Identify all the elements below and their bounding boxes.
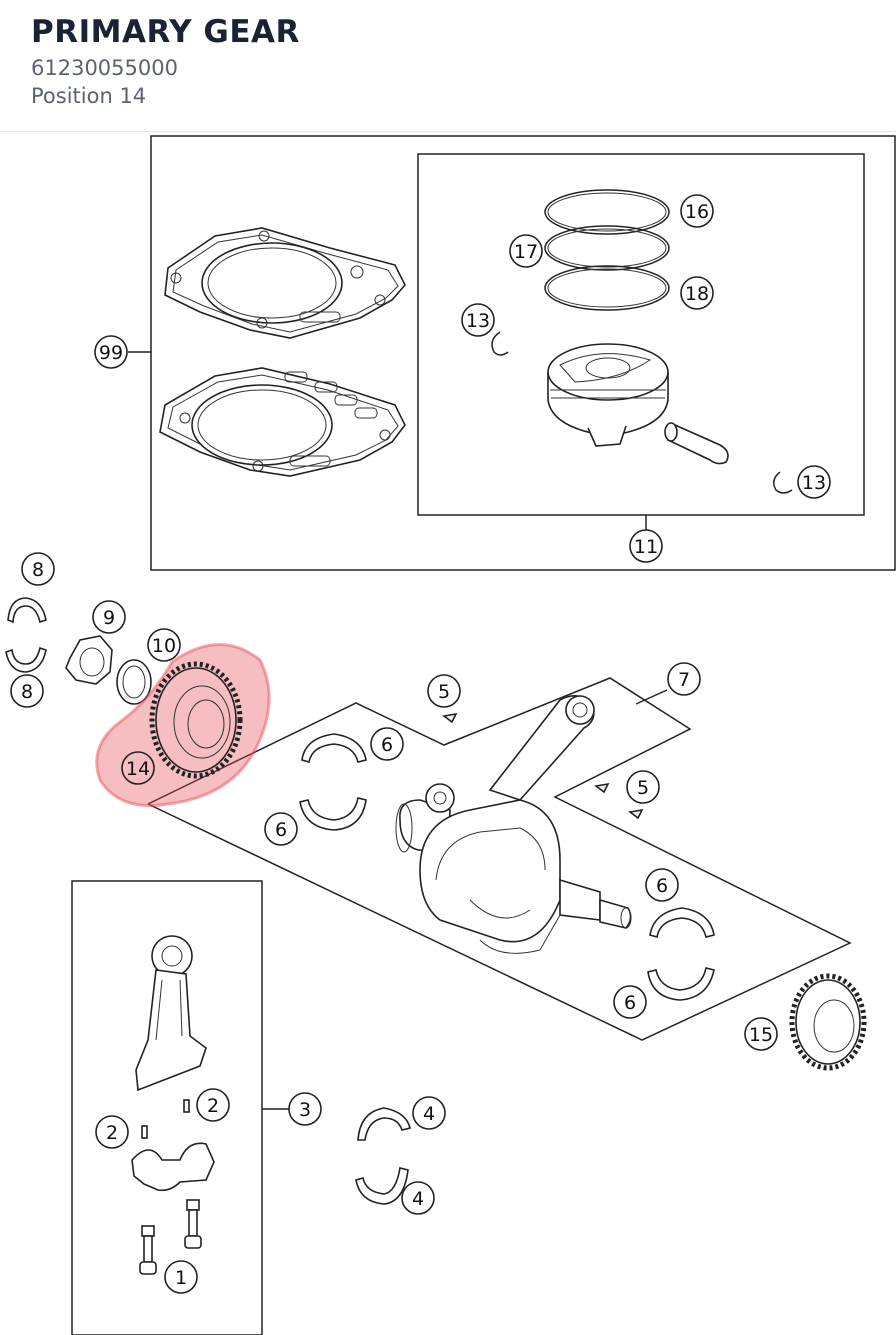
leader-7 (635, 689, 668, 705)
callout-5-mid[interactable]: 5 (626, 770, 660, 804)
callout-17[interactable]: 17 (509, 234, 543, 268)
crankshaft-assembly (395, 695, 632, 954)
woodruff-key-5-mid (594, 782, 610, 794)
callout-18[interactable]: 18 (680, 276, 714, 310)
callout-10[interactable]: 10 (147, 628, 181, 662)
dowel-pin-2-left (141, 1125, 148, 1139)
callout-9[interactable]: 9 (92, 600, 126, 634)
svg-text:5: 5 (438, 681, 450, 703)
svg-text:6: 6 (624, 992, 636, 1014)
svg-text:15: 15 (749, 1024, 773, 1046)
svg-text:17: 17 (514, 241, 538, 263)
piston-ring-17 (544, 225, 670, 271)
conrod-bolts-1 (139, 1199, 202, 1275)
callout-7[interactable]: 7 (667, 662, 701, 696)
callout-1[interactable]: 1 (164, 1260, 198, 1294)
bearing-shell-6-lower-left (299, 797, 367, 831)
piston-set-box (417, 153, 865, 516)
bearing-shell-8-upper (7, 597, 47, 624)
callout-4-bottom[interactable]: 4 (401, 1181, 435, 1215)
svg-text:10: 10 (152, 635, 176, 657)
circlip-bottom (773, 471, 793, 494)
callout-8-top[interactable]: 8 (21, 552, 55, 586)
callout-2-right[interactable]: 2 (196, 1088, 230, 1122)
svg-text:13: 13 (802, 472, 826, 494)
callout-16[interactable]: 16 (680, 194, 714, 228)
svg-text:2: 2 (207, 1095, 219, 1117)
bearing-shell-6-lower-right (647, 967, 715, 1001)
rod-cap (131, 1142, 215, 1192)
part-title: PRIMARY GEAR (31, 14, 300, 50)
svg-text:4: 4 (412, 1188, 424, 1210)
svg-text:1: 1 (175, 1267, 187, 1289)
dowel-pin-2-right (183, 1099, 190, 1113)
crank-washer (116, 659, 152, 705)
primary-gear-14[interactable] (149, 661, 243, 779)
svg-text:8: 8 (32, 559, 44, 581)
callout-13-top[interactable]: 13 (461, 303, 495, 337)
callout-4-top[interactable]: 4 (412, 1096, 446, 1130)
svg-text:13: 13 (466, 310, 490, 332)
timing-gear-15 (789, 973, 867, 1071)
callout-13-bottom[interactable]: 13 (797, 465, 831, 499)
svg-text:11: 11 (634, 536, 658, 558)
svg-text:7: 7 (678, 669, 690, 691)
callout-6-lower-left[interactable]: 6 (264, 812, 298, 846)
cylinder-head-gasket-bottom (159, 367, 406, 477)
part-header: PRIMARY GEAR 61230055000 Position 14 (0, 0, 896, 132)
svg-text:99: 99 (99, 342, 123, 364)
svg-text:9: 9 (103, 607, 115, 629)
part-position: Position 14 (31, 84, 147, 108)
bearing-shell-8-lower (5, 646, 47, 673)
piston-ring-18 (544, 265, 670, 311)
woodruff-key-5-low (628, 808, 644, 820)
svg-text:3: 3 (299, 1099, 311, 1121)
piston-ring-16 (544, 189, 670, 235)
callout-3[interactable]: 3 (288, 1092, 322, 1126)
part-number: 61230055000 (31, 56, 178, 80)
crank-nut (65, 635, 113, 685)
bearing-shell-6-upper-left (301, 733, 367, 764)
svg-text:8: 8 (21, 681, 33, 703)
callout-14-highlighted[interactable]: 14 (121, 751, 155, 785)
callout-2-left[interactable]: 2 (95, 1115, 129, 1149)
svg-text:18: 18 (685, 283, 709, 305)
callout-6-lower-right[interactable]: 6 (613, 985, 647, 1019)
callout-8-bottom[interactable]: 8 (10, 674, 44, 708)
connecting-rod (135, 935, 207, 1092)
callout-5-top[interactable]: 5 (427, 674, 461, 708)
conrod-kit-box (71, 880, 263, 1335)
svg-text:6: 6 (275, 819, 287, 841)
cylinder-base-gasket-top (164, 227, 406, 339)
svg-text:16: 16 (685, 201, 709, 223)
crankshaft-box (147, 677, 852, 1041)
svg-text:6: 6 (656, 875, 668, 897)
piston-pin (664, 422, 729, 465)
svg-text:4: 4 (423, 1103, 435, 1125)
callout-15[interactable]: 15 (744, 1017, 778, 1051)
woodruff-key-5-top (442, 712, 458, 724)
circlip-top (491, 331, 509, 356)
callout-6-upper-right[interactable]: 6 (645, 868, 679, 902)
gasket-set-box (150, 135, 896, 571)
callout-99[interactable]: 99 (94, 335, 128, 369)
bearing-shell-6-upper-right (649, 907, 715, 939)
callout-11[interactable]: 11 (629, 529, 663, 563)
svg-text:5: 5 (637, 777, 649, 799)
svg-text:14: 14 (126, 758, 150, 780)
bearing-shell-4-upper (357, 1107, 411, 1141)
bearing-shell-4-lower (355, 1167, 409, 1205)
svg-text:2: 2 (106, 1122, 118, 1144)
callout-6-upper-left[interactable]: 6 (370, 727, 404, 761)
svg-text:6: 6 (381, 734, 393, 756)
piston (547, 343, 669, 447)
